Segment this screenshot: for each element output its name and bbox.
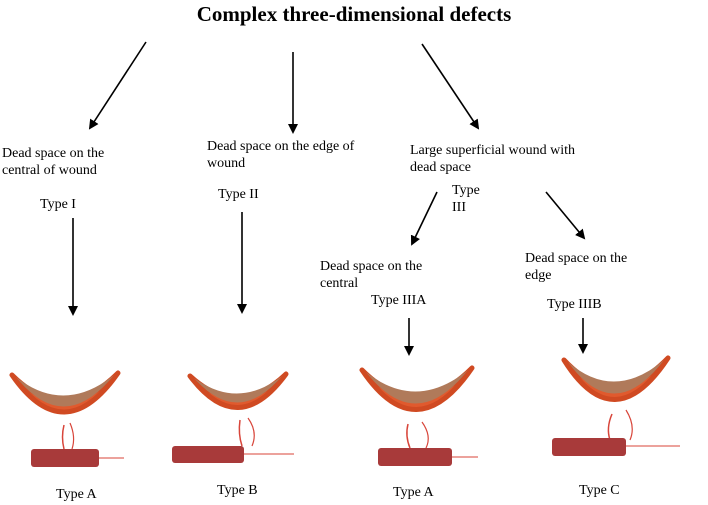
result-label-1: Type A bbox=[56, 487, 97, 502]
result-label-3: Type A bbox=[393, 485, 434, 500]
type-iiib-label: Type IIIB bbox=[547, 297, 602, 312]
arrow-to-type-i bbox=[88, 41, 147, 130]
type-iiia-label: Type IIIA bbox=[371, 293, 427, 308]
result-label-2: Type B bbox=[217, 483, 258, 498]
type-ii-description: Dead space on the edge of wound bbox=[207, 139, 355, 171]
wound-illustration-type-b bbox=[172, 371, 294, 463]
type-ii-label: Type II bbox=[218, 187, 259, 202]
type-iii-description: Large superficial wound with dead space bbox=[410, 143, 575, 175]
wound-illustration-type-a-1 bbox=[9, 370, 124, 467]
type-iii-label: Type III bbox=[452, 183, 480, 215]
wound-illustration-type-c bbox=[552, 355, 680, 456]
arrow-to-type-iiib bbox=[545, 191, 586, 240]
type-i-label: Type I bbox=[40, 197, 76, 212]
arrow-to-type-iii bbox=[421, 43, 480, 130]
diagram-title: Complex three-dimensional defects bbox=[196, 2, 512, 26]
type-iiib-description: Dead space on the edge bbox=[525, 251, 628, 283]
type-i-description: Dead space on the central of wound bbox=[2, 146, 105, 178]
arrow-to-type-iiia bbox=[410, 191, 438, 246]
type-iiia-description: Dead space on the central bbox=[320, 259, 423, 291]
wound-illustration-type-a-2 bbox=[359, 365, 478, 466]
result-label-4: Type C bbox=[579, 483, 620, 498]
